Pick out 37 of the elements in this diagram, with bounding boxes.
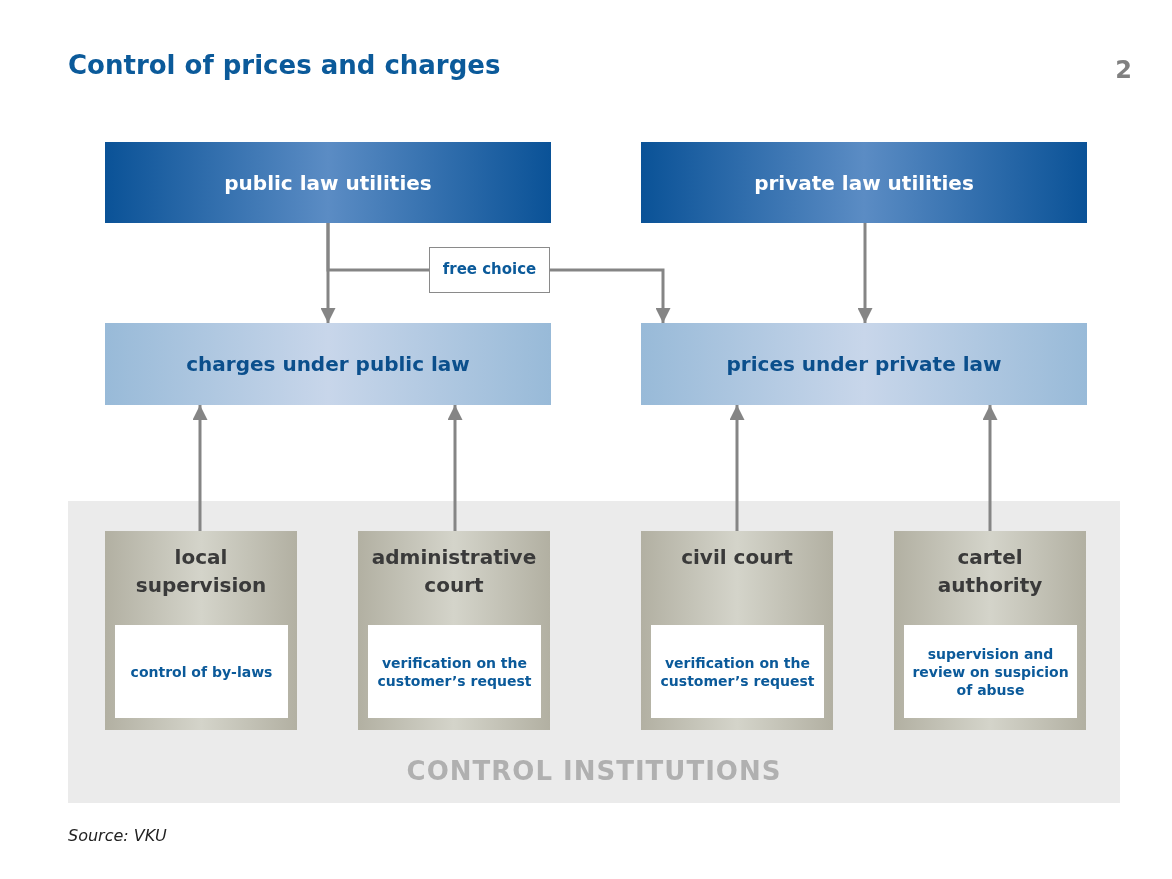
diagram-title: Control of prices and charges (68, 50, 501, 80)
institution-name: administrative court (370, 544, 538, 599)
node-label: control of by-laws (129, 662, 274, 681)
node-label: charges under public law (185, 351, 471, 377)
task-box (368, 625, 541, 718)
arrow (729, 405, 745, 531)
node-label: verification on the customer’s request (376, 653, 533, 690)
utility-box (105, 142, 551, 223)
node-label: private law utilities (753, 169, 975, 196)
arrow (192, 405, 208, 531)
task-box (115, 625, 288, 718)
arrow (857, 223, 873, 323)
source-note: Source: VKU (68, 826, 167, 845)
node-label: verification on the customer’s request (659, 653, 816, 690)
node-label: public law utilities (223, 169, 433, 196)
task-box (904, 625, 1077, 718)
task-box (651, 625, 824, 718)
arrow (550, 268, 671, 323)
arrow (447, 405, 463, 531)
institution-name: cartel authority (936, 544, 1044, 599)
page-number: 2 (1115, 56, 1132, 84)
institutions-panel (68, 501, 1120, 803)
institution-name: civil court (680, 544, 794, 571)
node-label: prices under private law (725, 351, 1003, 377)
choice-box (429, 247, 550, 293)
node-label: supervision and review on suspicion of abuse (911, 644, 1070, 699)
institution-box (641, 531, 833, 730)
institution-box (358, 531, 550, 730)
institution-box (894, 531, 1086, 730)
institution-name: local supervision (134, 544, 268, 599)
pricing-box (641, 323, 1087, 405)
arrow (982, 405, 998, 531)
institution-box (105, 531, 297, 730)
panel-title: CONTROL INSTITUTIONS (405, 755, 783, 789)
node-label: free choice (441, 260, 538, 280)
utility-box (641, 142, 1087, 223)
pricing-box (105, 323, 551, 405)
